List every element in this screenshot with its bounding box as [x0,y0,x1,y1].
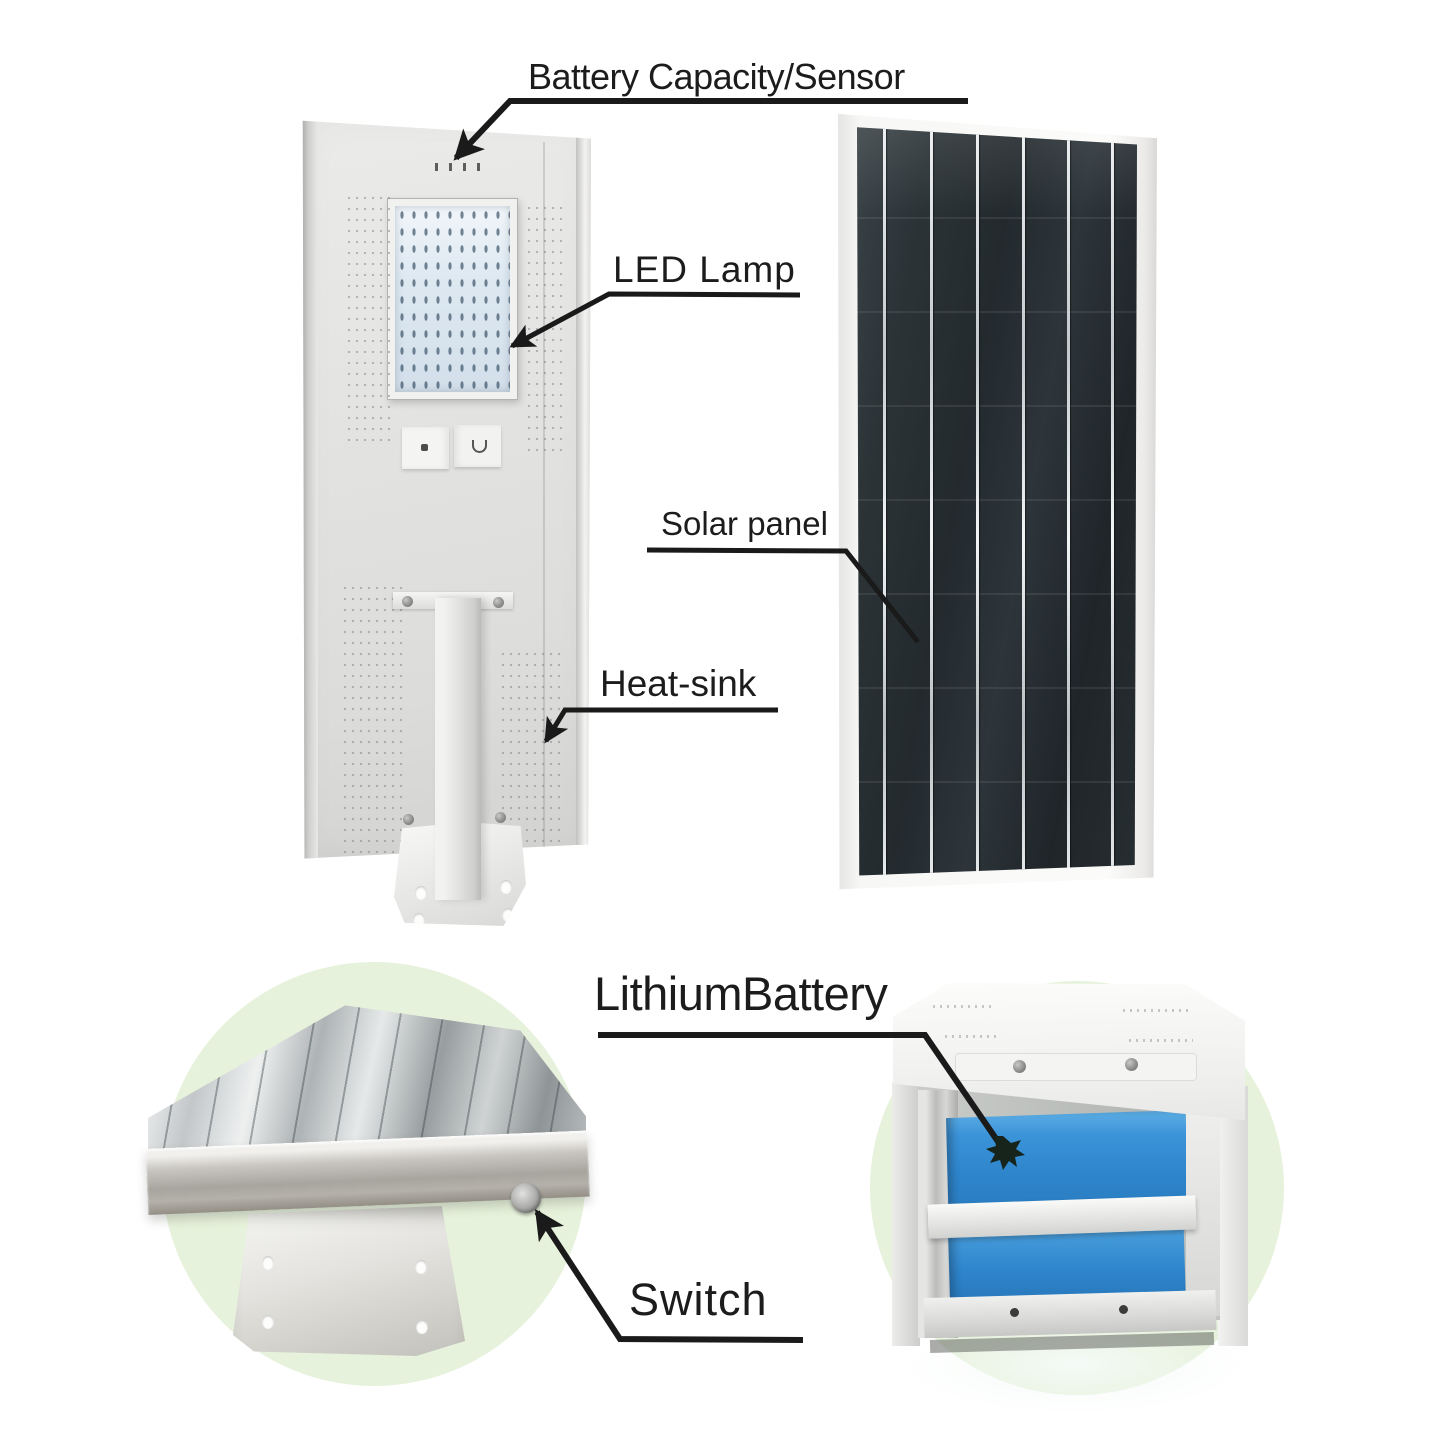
solar-busbar-line [1022,127,1025,876]
switch-button [511,1183,541,1213]
solar-panel-label: Solar panel [661,505,828,542]
housing-screw [1125,1058,1138,1071]
perforation-field-top-left [347,196,393,448]
bracket-screw-bottom-right [495,812,506,823]
housing-print-marks [945,1035,1001,1038]
perforation-field-top-right [527,206,567,458]
light-sensor-plate [454,425,501,467]
microwave-sensor-plate [402,427,449,469]
lamp-right-edge [576,120,591,859]
bracket-screw-top-left [402,596,413,607]
solar-panel-cells [857,127,1137,876]
led-window-frame [387,198,518,400]
housing-left-wall [892,1082,920,1346]
led-glass-panel [395,206,510,392]
bottom-bar-screw [1119,1305,1128,1314]
lamp-seam-line [543,142,545,848]
housing-print-marks [1129,1039,1193,1042]
solar-busbar-line [930,127,933,876]
housing-right-wall [1218,1086,1248,1346]
perforation-field-bottom-right [501,652,565,858]
lithium-battery-label: LithiumBattery [594,967,888,1020]
perforation-field-bottom-left [343,586,403,854]
pole-mount-bar [435,598,481,900]
solar-busbar-line [1067,127,1070,876]
housing-print-marks [1123,1009,1193,1012]
battery-sensor-label: Battery Capacity/Sensor [528,56,905,97]
bracket-screw-bottom-left [403,814,414,825]
bracket-hole [415,1260,427,1274]
lamp-left-edge [302,120,318,859]
bottom-bar-screw [1010,1308,1019,1317]
bracket-hole [262,1315,274,1329]
housing-screw [1013,1060,1026,1073]
solar-busbar-line [976,127,979,876]
street-light-back-view [837,113,1157,890]
wall-mount-bracket [233,1206,465,1356]
motion-sensor-icon [421,444,428,451]
flange-hole [500,880,512,894]
bracket-screw-top-right [493,597,504,608]
heat-sink-label: Heat-sink [600,663,757,704]
led-lamp-label: LED Lamp [613,249,796,290]
sensor-indicator-dots [435,163,489,171]
flange-hole [413,913,425,926]
bracket-hole [262,1256,274,1270]
housing-print-marks [933,1005,995,1008]
flange-hole [415,886,427,900]
light-sensor-icon [472,440,487,453]
flange-hole [502,908,514,922]
compartment-bottom-bar [923,1289,1217,1339]
solar-busbar-line [1111,127,1114,876]
switch-label: Switch [629,1274,768,1325]
bracket-hole [416,1320,428,1334]
solar-busbar-line [883,127,886,876]
housing-groove-strip [955,1053,1197,1081]
